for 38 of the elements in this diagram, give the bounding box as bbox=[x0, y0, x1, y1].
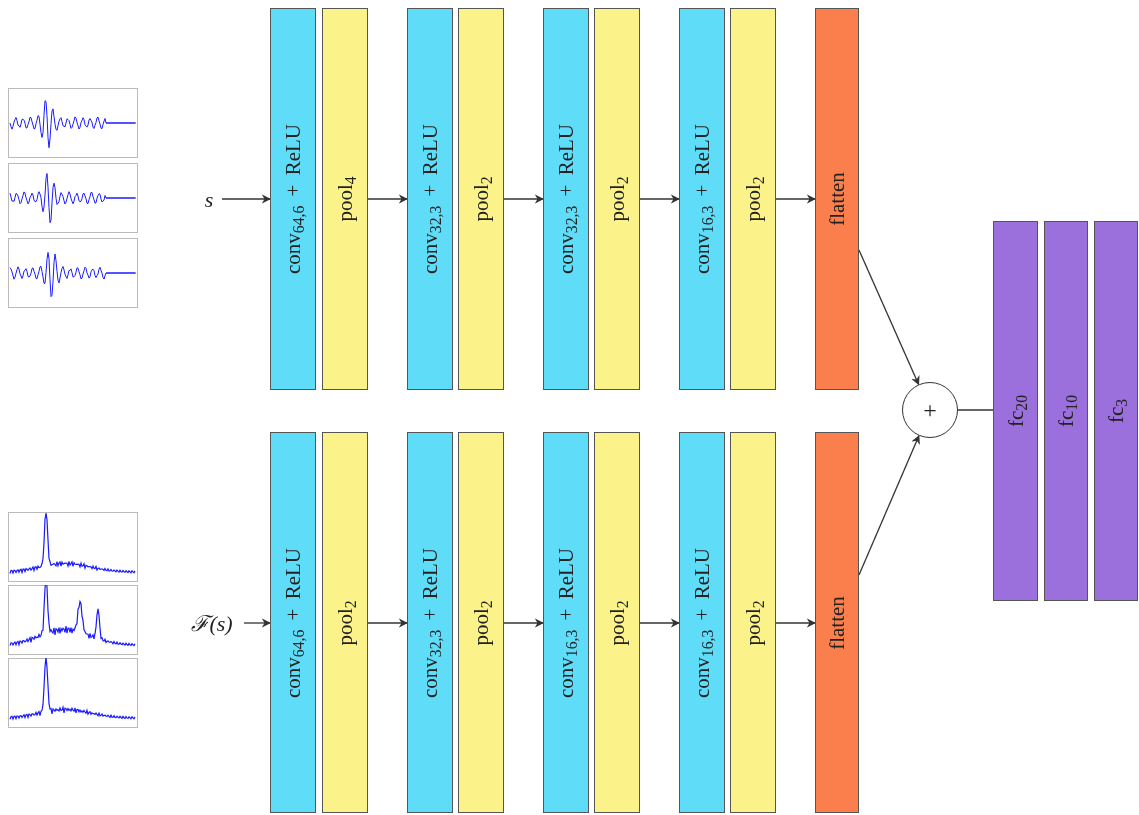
pool-layer-bar bbox=[730, 432, 776, 813]
input-label: s bbox=[204, 185, 214, 214]
pool-layer-bar bbox=[730, 8, 776, 390]
arrow bbox=[221, 194, 271, 204]
conv-layer-bar bbox=[679, 432, 725, 813]
pool-layer-bar bbox=[594, 432, 640, 813]
arrow bbox=[775, 618, 816, 628]
conv-layer-bar bbox=[270, 432, 316, 813]
layer-label: flatten bbox=[826, 595, 848, 650]
flatten-layer-bar bbox=[815, 432, 859, 813]
pool-layer-bar bbox=[458, 432, 504, 813]
pool-layer-bar bbox=[322, 8, 368, 390]
input-label: ℱ(s) bbox=[191, 609, 233, 638]
arrow bbox=[858, 249, 920, 386]
arrow bbox=[367, 618, 408, 628]
conv-layer-bar bbox=[543, 8, 589, 390]
arrow bbox=[243, 618, 271, 628]
plus-sign: + bbox=[923, 398, 937, 422]
fc-layer-bar bbox=[1094, 221, 1138, 601]
arrow bbox=[639, 194, 680, 204]
layer-label: flatten bbox=[826, 172, 848, 226]
fc-layer-bar bbox=[993, 221, 1038, 601]
conv-layer-bar bbox=[543, 432, 589, 813]
arrow bbox=[503, 194, 544, 204]
conv-layer-bar bbox=[679, 8, 725, 390]
conv-layer-bar bbox=[407, 8, 453, 390]
pool-layer-bar bbox=[458, 8, 504, 390]
conv-layer-bar bbox=[407, 432, 453, 813]
pool-layer-bar bbox=[322, 432, 368, 813]
arrow bbox=[367, 194, 408, 204]
arrow bbox=[858, 434, 920, 576]
flatten-layer-bar bbox=[815, 8, 859, 390]
conv-layer-bar bbox=[270, 8, 316, 390]
arrow bbox=[503, 618, 544, 628]
fc-layer-bar bbox=[1044, 221, 1088, 601]
pool-layer-bar bbox=[594, 8, 640, 390]
arrow bbox=[639, 618, 680, 628]
arrow bbox=[775, 194, 816, 204]
